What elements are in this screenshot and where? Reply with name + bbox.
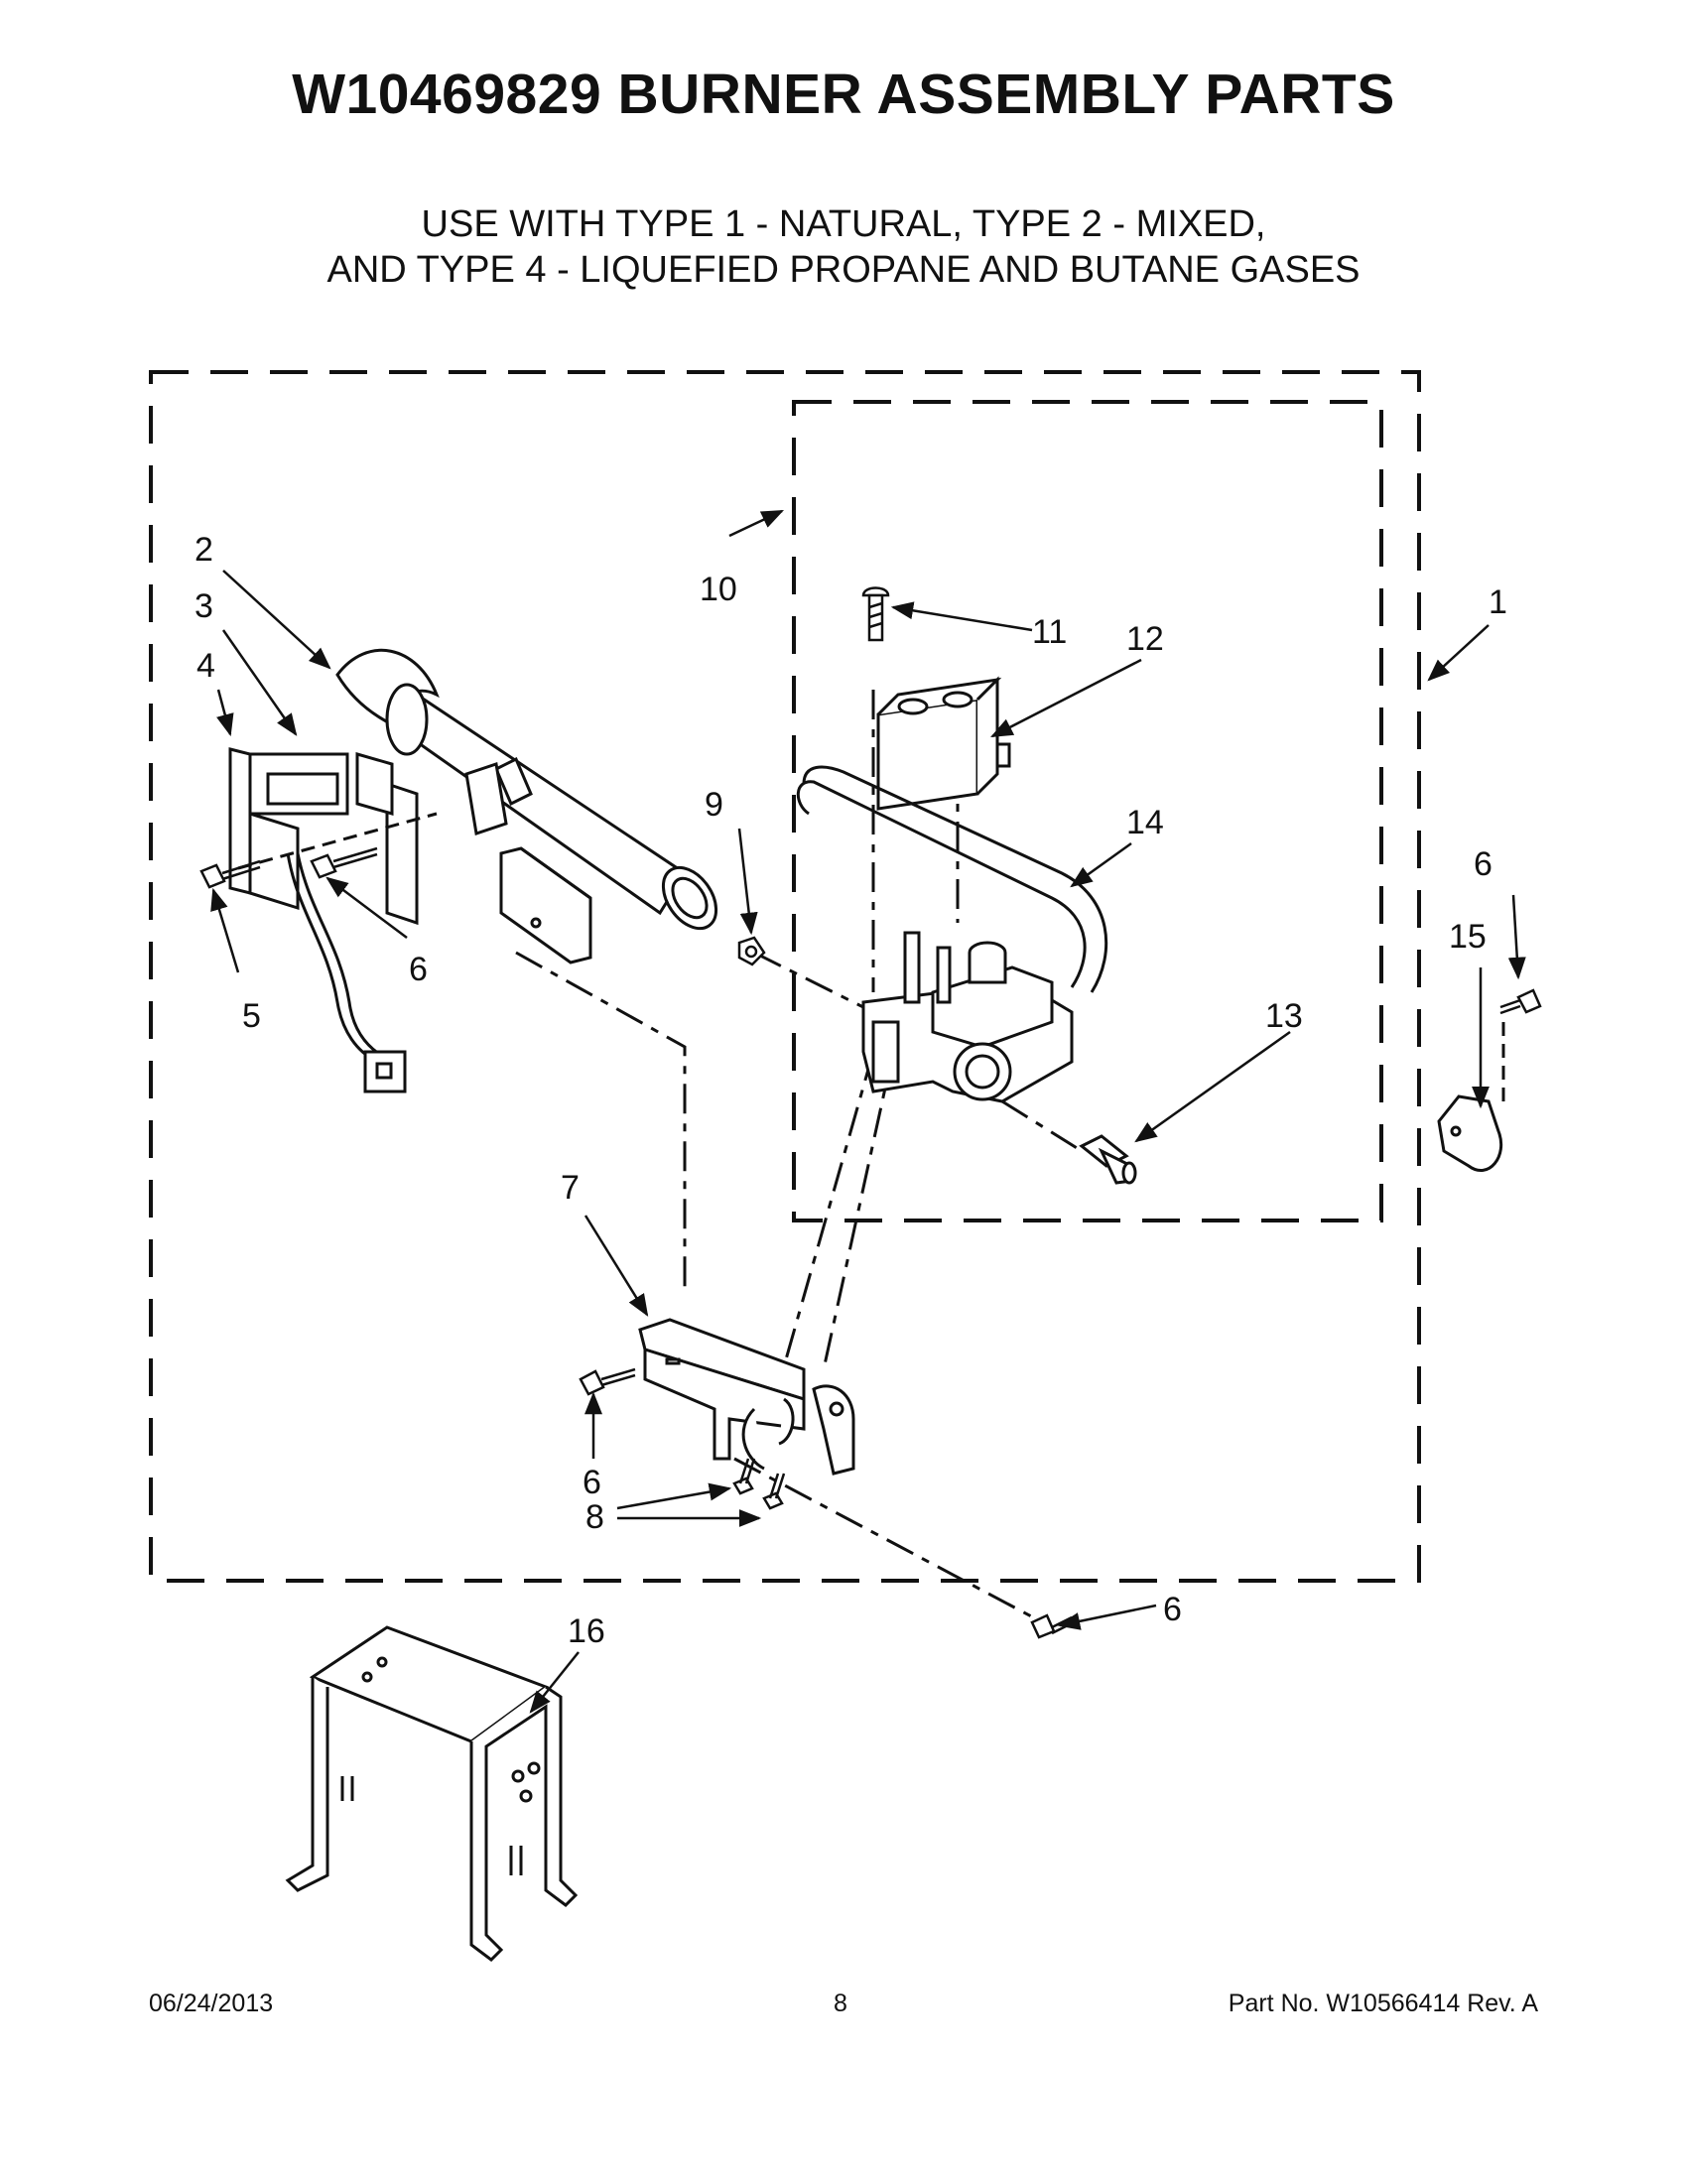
footer-date: 06/24/2013 bbox=[149, 1990, 274, 2017]
solenoid-coil-part-12 bbox=[876, 676, 1011, 811]
orifice-nut-part-9 bbox=[737, 936, 766, 966]
callout-2: 2 bbox=[195, 531, 213, 569]
footer-part-number: Part No. W10566414 Rev. A bbox=[1228, 1990, 1538, 2017]
screw-part-6-right bbox=[1499, 988, 1542, 1015]
gas-valve-body bbox=[861, 931, 1074, 1103]
callout-11: 11 bbox=[1032, 613, 1067, 651]
callout-16: 16 bbox=[568, 1612, 605, 1650]
callout-1: 1 bbox=[1489, 583, 1507, 621]
bracket-part-4 bbox=[228, 747, 349, 911]
screw-part-6-left bbox=[310, 846, 378, 879]
callout-6d: 6 bbox=[1163, 1591, 1182, 1628]
callout-3: 3 bbox=[195, 587, 213, 625]
gas-tube-part-14 bbox=[796, 765, 1108, 993]
valve-assembly-boundary bbox=[792, 400, 1383, 1222]
fitting-part-13 bbox=[1079, 1134, 1137, 1185]
page-title: W10469829 BURNER ASSEMBLY PARTS bbox=[292, 63, 1395, 126]
footer-page-number: 8 bbox=[834, 1990, 847, 2017]
callout-5: 5 bbox=[242, 997, 261, 1035]
igniter-bracket bbox=[499, 846, 592, 964]
callout-4: 4 bbox=[196, 647, 215, 685]
screw-part-6-bottom bbox=[1030, 1613, 1073, 1639]
subtitle-line-1: USE WITH TYPE 1 - NATURAL, TYPE 2 - MIXE… bbox=[421, 203, 1266, 245]
wire-harness bbox=[286, 852, 407, 1093]
burner-tube bbox=[335, 648, 718, 931]
callout-12: 12 bbox=[1126, 620, 1164, 658]
callout-6c: 6 bbox=[583, 1464, 601, 1501]
subtitle-line-2: AND TYPE 4 - LIQUEFIED PROPANE AND BUTAN… bbox=[326, 249, 1361, 291]
callout-14: 14 bbox=[1126, 804, 1164, 841]
callout-6a: 6 bbox=[409, 951, 428, 988]
mounting-bracket-part-16 bbox=[285, 1625, 579, 1962]
callout-6b: 6 bbox=[1474, 845, 1492, 883]
callout-10: 10 bbox=[700, 571, 737, 608]
callout-leaders bbox=[210, 509, 1526, 1714]
callout-9: 9 bbox=[705, 786, 723, 824]
callout-13: 13 bbox=[1265, 997, 1303, 1035]
igniter-mount-bracket-part-7 bbox=[638, 1318, 855, 1476]
callout-8: 8 bbox=[585, 1498, 604, 1536]
assembly-leader-lines bbox=[237, 690, 1505, 1629]
callout-15: 15 bbox=[1449, 918, 1487, 956]
bracket-part-3 bbox=[355, 752, 419, 926]
screw-part-11 bbox=[861, 586, 890, 642]
callout-7: 7 bbox=[561, 1169, 580, 1207]
outer-assembly-boundary bbox=[149, 370, 1421, 1583]
screws-part-8 bbox=[732, 1458, 786, 1510]
screw-part-6-lower-left bbox=[579, 1367, 636, 1396]
clip-part-15 bbox=[1437, 1094, 1503, 1173]
